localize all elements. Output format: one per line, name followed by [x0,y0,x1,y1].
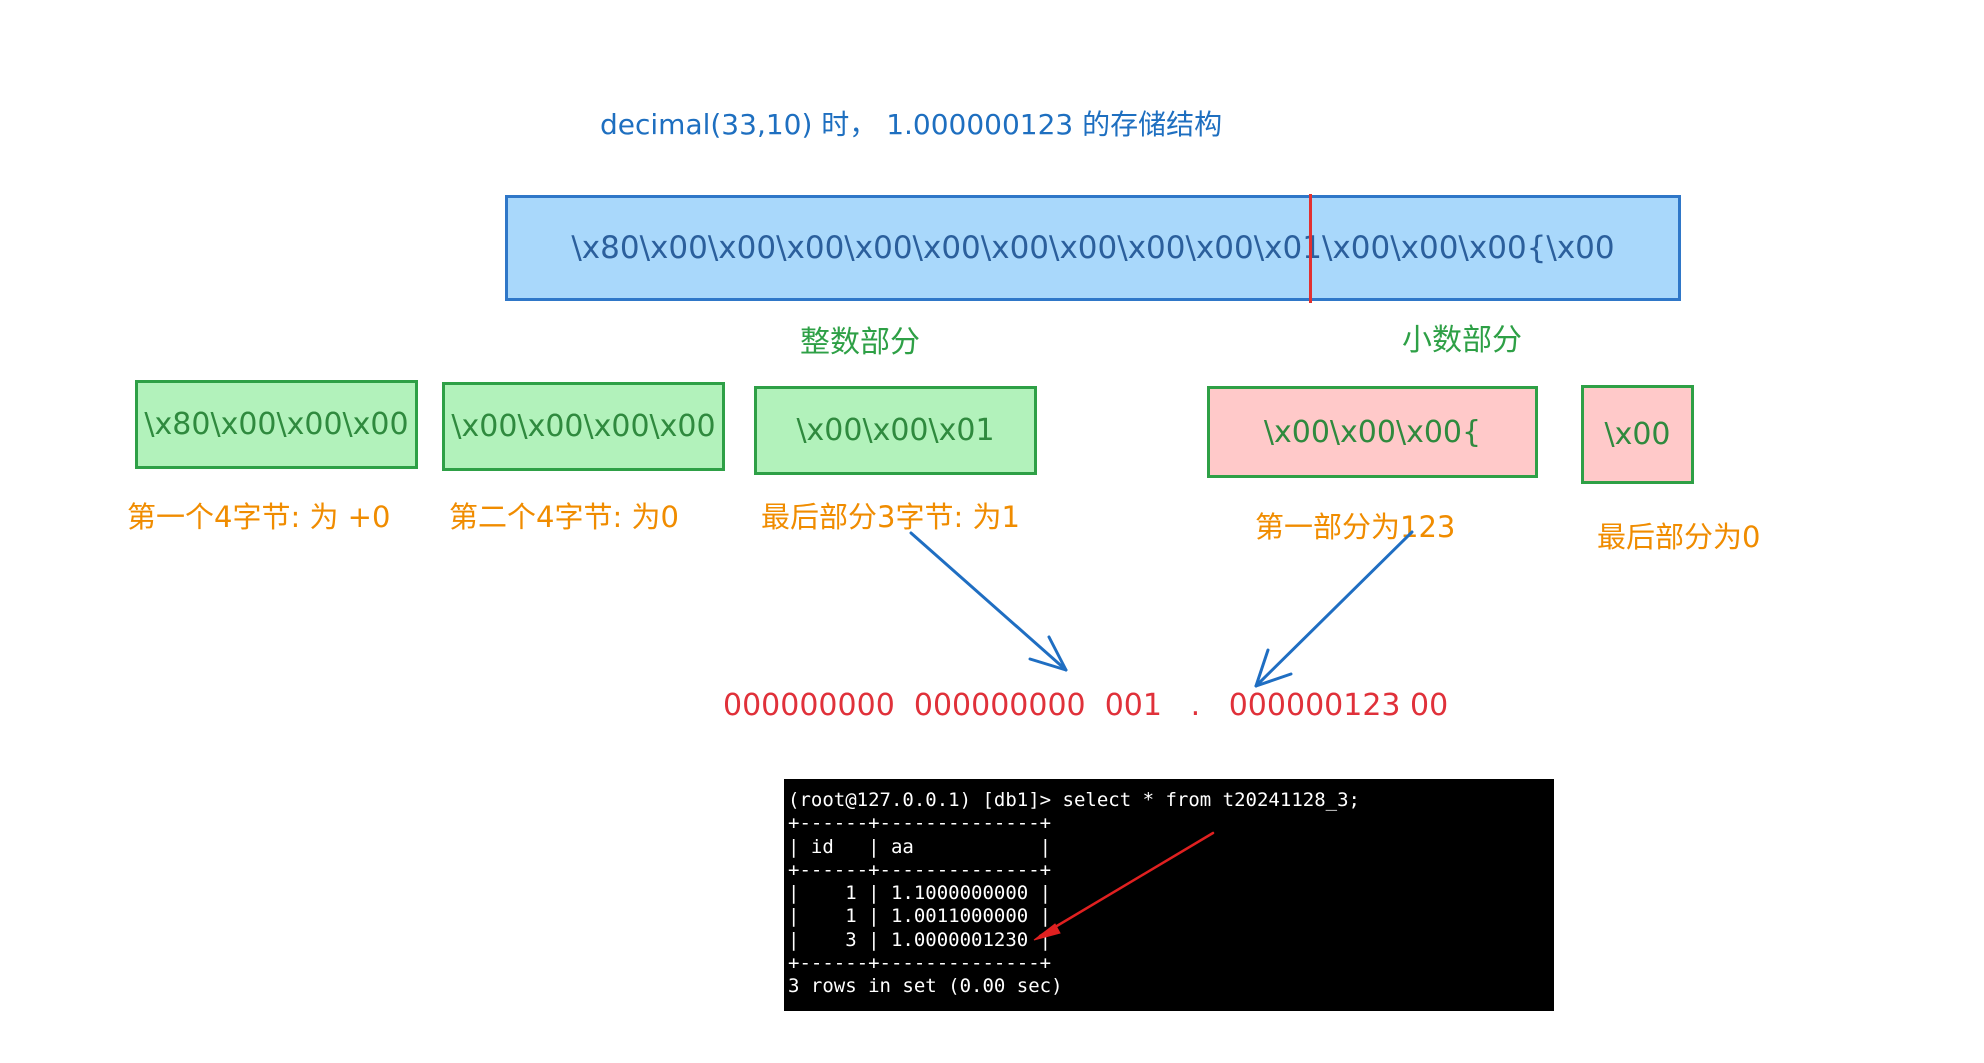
integer-note-3: 最后部分3字节: 为1 [761,500,1020,534]
fraction-byte-box-2: \x00 [1581,385,1694,484]
arrow-integer-to-digits [909,531,1068,672]
fraction-byte-box-2-text: \x00 [1604,417,1671,452]
arrow-terminal-highlight [1033,831,1215,941]
terminal-line: (root@127.0.0.1) [db1]> select * from t2… [788,789,1360,811]
terminal-line: +------+--------------+ [788,812,1052,835]
integer-fraction-divider [1309,194,1312,303]
integer-byte-box-2-text: \x00\x00\x00\x00 [451,409,716,444]
fraction-note-2: 最后部分为0 [1597,520,1761,554]
terminal-line: +------+--------------+ [788,858,1052,881]
full-bytes-text: \x80\x00\x00\x00\x00\x00\x00\x00\x00\x00… [571,230,1615,266]
terminal-line: | 1 | 1.1000000000 | [788,882,1052,905]
full-bytes-box: \x80\x00\x00\x00\x00\x00\x00\x00\x00\x00… [505,195,1681,301]
fraction-note-1: 第一部分为123 [1255,510,1456,544]
integer-byte-box-2: \x00\x00\x00\x00 [442,382,725,471]
terminal-line: | 1 | 1.0011000000 | [788,905,1052,928]
terminal-output: (root@127.0.0.1) [db1]> select * from t2… [784,779,1554,1011]
integer-byte-box-1: \x80\x00\x00\x00 [135,380,418,469]
terminal-line: +------+--------------+ [788,952,1052,975]
terminal-line: | 3 | 1.0000001230 | [788,928,1052,951]
fraction-part-label: 小数部分 [1402,323,1522,358]
decimal-digits: 000000000 000000000 001 . 000000123 00 [723,688,1449,723]
fraction-byte-box-1: \x00\x00\x00{ [1207,386,1538,478]
integer-byte-box-3-text: \x00\x00\x01 [796,413,995,448]
fraction-byte-box-1-text: \x00\x00\x00{ [1263,414,1482,450]
terminal-line: | id | aa | [788,835,1052,858]
terminal-line: 3 rows in set (0.00 sec) [788,975,1063,998]
integer-note-1: 第一个4字节: 为 +0 [127,500,391,534]
integer-note-2: 第二个4字节: 为0 [449,500,679,534]
diagram-title: decimal(33,10) 时， 1.000000123 的存储结构 [600,108,1223,141]
integer-part-label: 整数部分 [800,325,920,360]
integer-byte-box-3: \x00\x00\x01 [754,386,1037,475]
integer-byte-box-1-text: \x80\x00\x00\x00 [144,407,409,442]
arrow-fraction-to-digits [1254,530,1414,688]
